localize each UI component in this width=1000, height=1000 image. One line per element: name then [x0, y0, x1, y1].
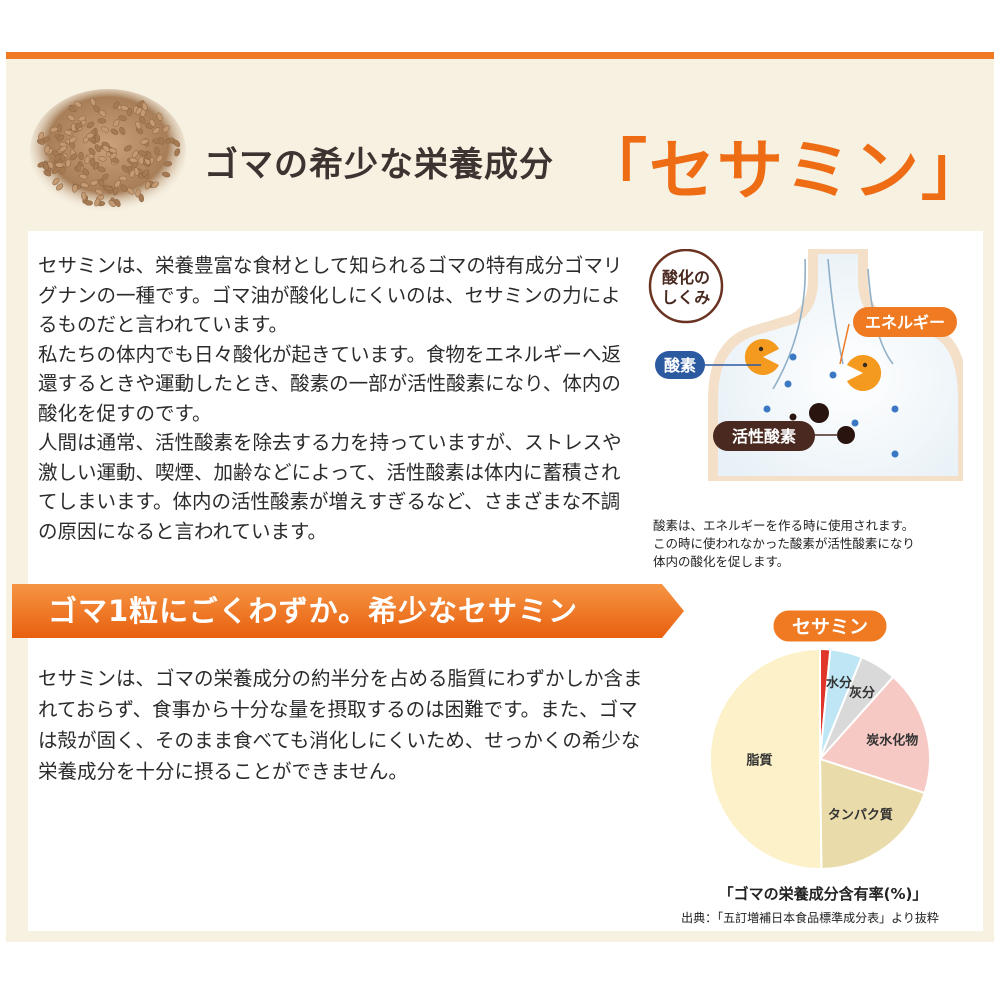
pie-slice-4: [818, 757, 926, 871]
active-oxygen-label: 活性酸素: [732, 427, 796, 446]
oxygen-dots: [763, 353, 899, 458]
pie-slice-3: [818, 675, 931, 795]
oxygen-label: 酸素: [664, 356, 696, 375]
pacman-icon-right: [847, 355, 882, 391]
sesame-seeds-image: [30, 89, 186, 211]
bubble-icon: 酸化の しくみ: [648, 249, 724, 324]
diagram-caption: 酸素は、エネルギーを作る時に使用されます。 この時に使われなかった酸素が活性酸素…: [653, 517, 983, 571]
intro-paragraph: セサミンは、栄養豊富な食材として知られるゴマの特有成分ゴマリグナンの一種です。ゴ…: [38, 254, 623, 336]
page-title: ゴマの希少な栄養成分: [204, 145, 554, 185]
active-oxygen-dots: [789, 403, 855, 444]
sesamin-badge: セサミン: [770, 609, 890, 645]
pie-label-5: 脂質: [745, 752, 772, 768]
caption-line: この時に使われなかった酸素が活性酸素になり: [653, 536, 915, 551]
chart-source: 出典：「五訂増補日本食品標準成分表」より抜粋: [681, 911, 939, 925]
intro-text: セサミンは、栄養豊富な食材として知られるゴマの特有成分ゴマリグナンの一種です。ゴ…: [38, 251, 628, 546]
bubble-line-2: しくみ: [662, 288, 711, 307]
energy-label-bg: [853, 307, 957, 337]
chart-title: 「ゴマの栄養成分含有率(%)」: [718, 885, 928, 903]
intro-paragraph: 私たちの体内でも日々酸化が起きています。食物をエネルギーへ返還するときや運動した…: [38, 342, 622, 425]
oxygen-label-bg: [655, 351, 705, 379]
bubble-line-1: 酸化の: [662, 268, 710, 287]
intro-paragraph: 人間は通常、活性酸素を除去する力を持っていますが、ストレスや激しい運動、喫煙、加…: [38, 431, 622, 543]
pie-label-3: 炭水化物: [866, 733, 918, 749]
sesamin-badge-label: セサミン: [792, 616, 868, 638]
pie-label-4: タンパク質: [828, 807, 893, 823]
caption-line: 酸素は、エネルギーを作る時に使用されます。: [653, 518, 915, 533]
section2-text: セサミンは、ゴマの栄養成分の約半分を占める脂質にわずかしか含まれておらず、食事か…: [38, 667, 643, 783]
oxidation-diagram: 酸化の しくみ: [648, 249, 963, 481]
pie-label-1: 水分: [826, 675, 852, 691]
content-card: ゴマの希少な栄養成分 「セサミン」 セサミンは、栄養豊富な食材として知られるゴマ…: [6, 52, 994, 942]
main-panel: セサミンは、栄養豊富な食材として知られるゴマの特有成分ゴマリグナンの一種です。ゴ…: [12, 231, 983, 931]
ribbon-heading: ゴマ1粒にごくわずか。希少なセサミン: [48, 594, 579, 628]
caption-line: 体内の酸化を促します。: [653, 554, 790, 569]
pie-label-2: 灰分: [849, 685, 875, 701]
active-oxygen-label-bg: [713, 421, 815, 451]
pacman-icon-left: [744, 339, 779, 375]
energy-label: エネルギー: [865, 313, 945, 332]
section-ribbon: [12, 584, 684, 638]
pie-slice-5: [708, 647, 823, 870]
sesamin-title: 「セサミン」: [581, 132, 989, 209]
